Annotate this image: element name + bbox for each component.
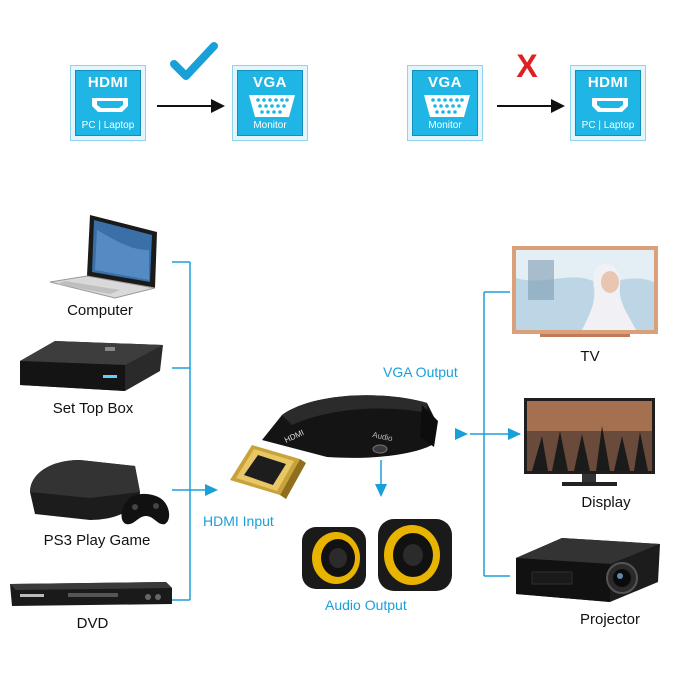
projector-icon [516, 538, 660, 602]
vga-output-label: VGA Output [383, 364, 458, 380]
port-subtitle: Monitor [428, 120, 462, 131]
set-top-box-icon [20, 341, 163, 391]
tv-icon [512, 246, 658, 337]
laptop-icon [49, 215, 157, 299]
source-label-computer: Computer [67, 302, 133, 319]
port-subtitle: PC | Laptop [81, 120, 135, 131]
input-arrowhead [205, 484, 218, 496]
audio-output-label: Audio Output [325, 597, 407, 613]
monitor-icon [524, 398, 655, 486]
source-label-dvd: DVD [76, 615, 109, 632]
hdmi-input-label: HDMI Input [203, 513, 274, 529]
vga-target-port-card: VGA Monitor [232, 65, 308, 141]
port-title: HDMI [87, 74, 129, 91]
check-mark-icon [170, 42, 218, 80]
hdmi-target-port-card: HDMI PC | Laptop [570, 65, 646, 141]
hdmi-port-icon [92, 98, 128, 112]
source-label-set-top-box: Set Top Box [52, 400, 134, 417]
game-console-icon [30, 460, 170, 525]
speakers-icon [302, 519, 452, 591]
hdmi-port-icon [592, 98, 628, 112]
x-mark-icon: X [516, 48, 538, 84]
arrow-right-icon [497, 99, 565, 113]
vga-port-icon [424, 95, 470, 117]
vga-source-port-card: VGA Monitor [407, 65, 483, 141]
port-title: HDMI [587, 74, 629, 91]
vga-port-icon [249, 95, 295, 117]
port-title: VGA [427, 74, 462, 91]
port-subtitle: Monitor [253, 120, 287, 131]
audio-jack-text: Audio [372, 430, 394, 443]
dvd-player-icon [10, 582, 172, 606]
hdmi-source-port-card: HDMI PC | Laptop [70, 65, 146, 141]
arrow-right-icon [157, 99, 225, 113]
output-arrowhead-right [508, 428, 521, 440]
output-label-projector: Projector [579, 611, 641, 628]
output-label-display: Display [581, 494, 631, 511]
port-title: VGA [252, 74, 287, 91]
output-label-tv: TV [580, 348, 600, 365]
port-subtitle: PC | Laptop [581, 120, 635, 131]
source-label-ps3: PS3 Play Game [43, 532, 151, 549]
output-arrowhead-left [455, 428, 468, 440]
audio-arrowhead [375, 484, 387, 497]
hdmi-to-vga-adapter: Audio HDMI [230, 395, 438, 499]
